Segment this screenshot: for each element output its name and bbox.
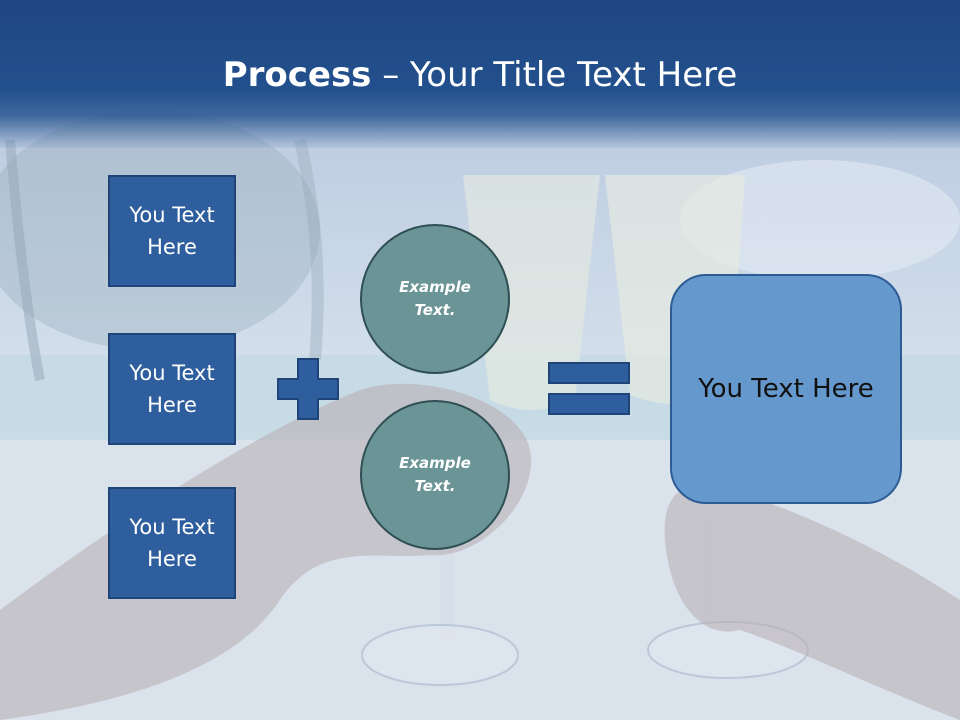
result-box-label: You Text Here <box>698 374 874 404</box>
left-box-1: You Text Here <box>108 175 236 287</box>
plus-icon <box>277 358 339 420</box>
title-rest-part: – Your Title Text Here <box>371 55 738 95</box>
circle-label: Example Text. <box>399 454 471 495</box>
slide-title: Process – Your Title Text Here <box>0 54 960 96</box>
circle-bottom: Example Text. <box>360 400 510 550</box>
title-bold-part: Process <box>222 55 372 95</box>
left-box-label: You Text Here <box>129 515 215 571</box>
title-bar <box>0 0 960 148</box>
result-box: You Text Here <box>670 274 902 504</box>
circle-top: Example Text. <box>360 224 510 374</box>
left-box-3: You Text Here <box>108 487 236 599</box>
circle-label: Example Text. <box>399 278 471 319</box>
left-box-label: You Text Here <box>129 203 215 259</box>
equals-icon <box>548 362 630 415</box>
left-box-label: You Text Here <box>129 361 215 417</box>
left-box-2: You Text Here <box>108 333 236 445</box>
